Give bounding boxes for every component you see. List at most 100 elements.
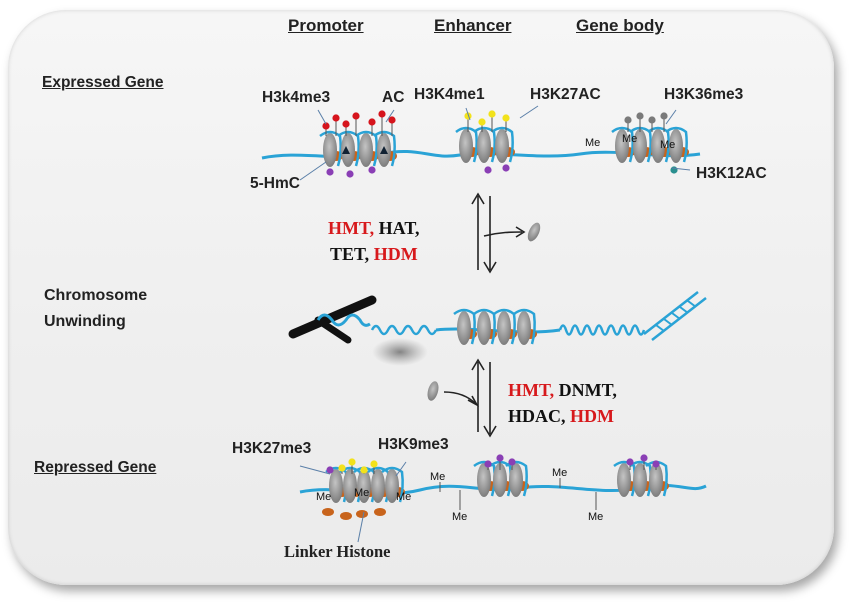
mark-label-h3k27ac: H3K27AC [530,86,601,103]
enzyme-group-repression-line1: HMT, DNMT, [508,378,617,402]
nucleosome-unwinding [513,308,537,345]
mark-h3k9me3 [508,458,516,466]
mark-label-5-hmc: 5-HmC [250,175,300,192]
activation-arrows [471,192,526,274]
chromosome-icon [288,295,377,339]
mark-h3k4me1 [488,110,496,118]
methyl-label: Me [316,491,331,503]
enzyme-hmt: HMT, [328,218,375,238]
mark-h3k4me1 [464,112,472,120]
mark-ac [368,118,376,126]
column-header-promoter: Promoter [288,16,364,35]
linker-histone [374,508,386,516]
methyl-label: Me [354,487,369,499]
enzyme-hdac: HDAC, [508,406,566,426]
row-header-repressed-gene: Repressed Gene [34,459,157,476]
mark-h3k12ac [670,166,678,174]
mark-h3k36me3 [624,116,632,124]
column-header-enhancer: Enhancer [434,16,512,35]
enzyme-hat: HAT, [378,218,420,238]
mark-label-h3k36me3: H3K36me3 [664,86,744,103]
mark-h3k9me3 [326,466,334,474]
mark-h3k36me3 [636,112,644,120]
linker-histone [322,508,334,516]
mark-ac [378,110,386,118]
repression-arrows [443,358,497,438]
mark-ac [388,116,396,124]
unwinding-coil [370,324,438,336]
methyl-label: Me [585,137,600,149]
mark-h3k9me3 [484,460,492,468]
linker-histone [356,510,368,518]
methyl-label: Me [452,511,467,523]
nucleosome-unwinding [493,308,517,345]
enzyme-hmt-bottom: HMT, [508,380,555,400]
nucleosome-promoter [319,130,343,167]
unwinding-spring [558,324,646,336]
mark-5hmc [368,166,376,174]
mark-h3k9me3 [626,458,634,466]
linker-histone [340,512,352,520]
methyl-label: Me [660,139,675,151]
mark-5hmc [346,170,354,178]
nucleosome-gene-body [665,126,689,163]
mark-h3k4me3 [342,120,350,128]
methyl-label: Me [622,133,637,145]
nucleosome-enhancer [455,126,479,163]
nucleosome-enhancer [473,126,497,163]
nucleosome-unwinding [453,308,477,345]
mark-h3k27me3 [338,464,346,472]
mark-purple [502,164,510,172]
mark-h3k36me3 [648,116,656,124]
enzyme-hdm: HDM [373,244,418,264]
label-pointers [299,105,691,543]
nucleosome-unwinding [473,308,497,345]
mark-h3k9me3 [496,454,504,462]
mark-5hmc [326,168,334,176]
nucleosome-enhancer [491,126,515,163]
mark-h3k27me3 [348,458,356,466]
mark-label-h3k9me3: H3K9me3 [378,436,449,453]
mark-h3k4me3 [322,122,330,130]
enzyme-group-activation-line2: TET, HDM [330,242,418,266]
label-linker-histone: Linker Histone [284,542,391,561]
mark-label-h3k4me3: H3k4me3 [262,89,331,106]
nucleosome-gene-body [629,126,653,163]
nucleosome-promoter [337,130,361,167]
blur-shadow [372,338,428,366]
mark-label-h3k4me1: H3K4me1 [414,86,485,103]
methyl-label: Me [430,471,445,483]
enzyme-hdm-bottom: HDM [570,406,614,426]
mark-h3k9me3 [640,454,648,462]
released-histone [527,222,541,242]
nucleosome-repressed-promoter [381,466,405,503]
mark-label-h3k12ac: H3K12AC [696,165,767,182]
methyl-label: Me [552,467,567,479]
mark-h3k4me3 [332,114,340,122]
mark-h3k9me3 [652,460,660,468]
methyl-label: Me [396,491,411,503]
column-header-gene-body: Gene body [576,16,664,35]
row-header-unwinding: Unwinding [44,313,126,330]
mark-h3k27me3 [360,466,368,474]
nucleosome-repressed-gene-body [645,460,669,497]
enzyme-tet: TET, [330,244,370,264]
unwinding-dna [435,327,561,334]
nucleosome-promoter [355,130,379,167]
row-header-chromosome: Chromosome [44,287,148,304]
mark-h3k36me3 [660,112,668,120]
mark-label-h3k27me3: H3K27me3 [232,440,312,457]
mark-label-ac: AC [382,89,405,106]
enzyme-group-repression-line2: HDAC, HDM [508,404,614,428]
row-header-expressed-gene: Expressed Gene [42,74,164,91]
incoming-histone [427,381,439,401]
mark-purple [484,166,492,174]
mark-h3k4me1 [478,118,486,126]
methyl-label: Me [588,511,603,523]
unwinding-coil-left [316,313,371,327]
mark-h3k27me3 [370,460,378,468]
enzyme-dnmt: DNMT, [558,380,617,400]
